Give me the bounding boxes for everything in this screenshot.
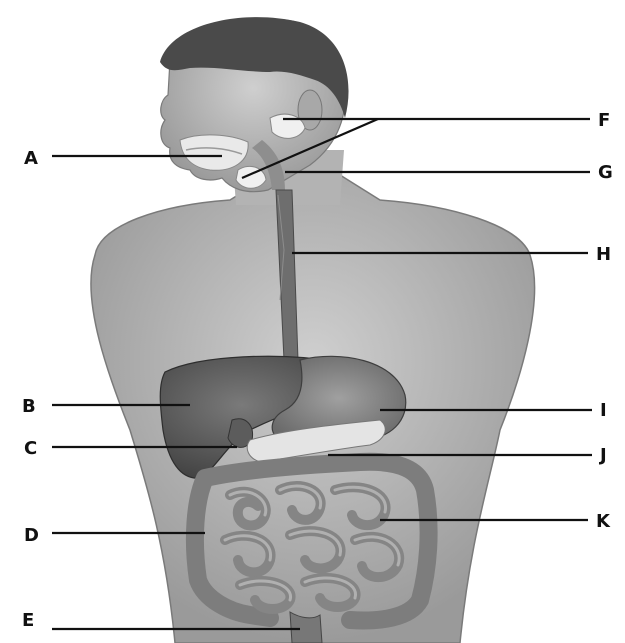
label-b: B [22,398,37,416]
label-i: I [600,402,608,420]
label-k: K [596,513,611,531]
label-f: F [598,112,611,130]
label-g: G [598,164,614,182]
label-a: A [24,150,39,168]
label-d: D [24,527,40,545]
label-e: E [22,612,35,630]
label-c: C [24,440,38,458]
label-h: H [596,246,612,264]
label-j: J [600,447,608,465]
